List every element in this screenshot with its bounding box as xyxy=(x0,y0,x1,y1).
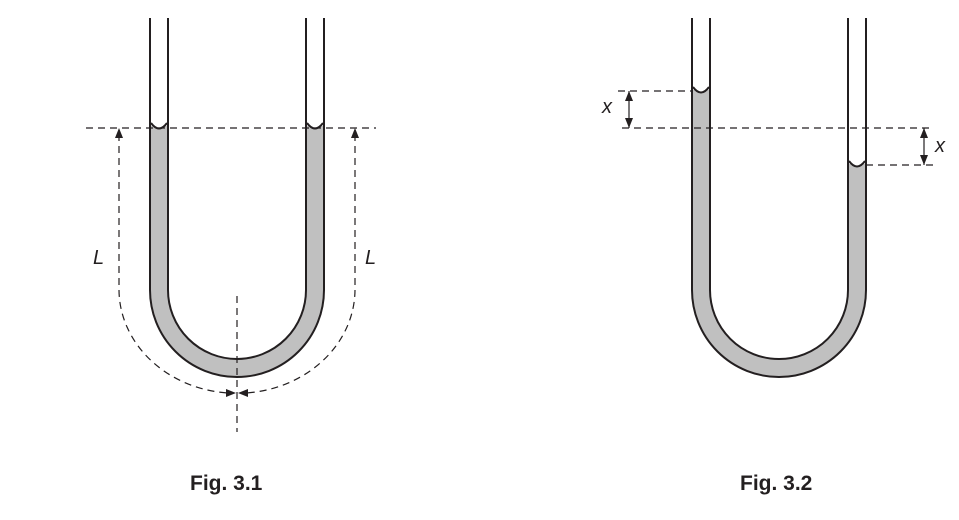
length-arc-left xyxy=(118,134,229,394)
figure-3-1: L L xyxy=(86,18,383,432)
figure-caption-3-2: Fig. 3.2 xyxy=(740,472,813,495)
displacement-label-right: x xyxy=(934,135,946,157)
arrowhead-left-top xyxy=(115,128,123,138)
u-tube-outer-fig1 xyxy=(149,18,325,378)
arrowhead-left-bottom xyxy=(226,389,236,397)
arrowhead-right-top xyxy=(351,128,359,138)
figure-3-2: x x xyxy=(601,18,946,378)
length-label-right: L xyxy=(365,247,376,269)
u-tube-inner-fig1 xyxy=(167,18,307,360)
displacement-label-left: x xyxy=(601,96,613,118)
u-tube-inner-fig2 xyxy=(709,18,849,360)
arrowhead-right-bottom xyxy=(238,389,248,397)
u-tube-outer-fig2 xyxy=(691,18,867,378)
length-arc-right xyxy=(245,134,356,394)
liquid-column-fig2 xyxy=(692,90,866,377)
figure-caption-3-1: Fig. 3.1 xyxy=(190,472,263,495)
length-label-left: L xyxy=(93,247,104,269)
liquid-column-fig1 xyxy=(150,126,324,377)
